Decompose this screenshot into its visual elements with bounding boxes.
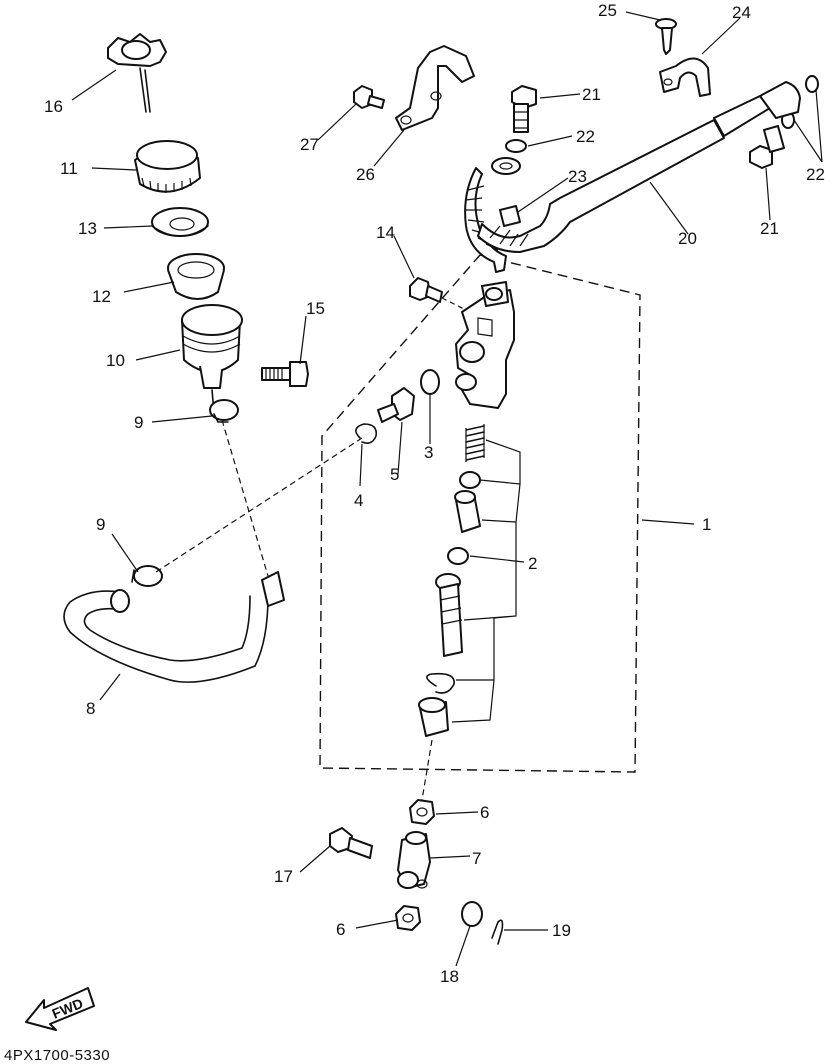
part-5-hose-joint	[377, 387, 415, 423]
callout-24: 24	[732, 3, 751, 22]
callout-13: 13	[78, 219, 97, 238]
part-22-washer-right-b	[805, 75, 819, 93]
callout-15: 15	[306, 299, 325, 318]
callout-27: 27	[300, 135, 319, 154]
piston-kit-washer	[447, 547, 469, 565]
piston-kit-spring	[465, 424, 485, 462]
part-14-bolt	[409, 277, 471, 313]
callout-10: 10	[106, 351, 125, 370]
master-cylinder-body	[455, 281, 515, 409]
callout-7: 7	[472, 849, 481, 868]
callout-labels: 16 11 13 12 10 15 9 9 8 14 27 26 21 22 2…	[44, 1, 825, 986]
part-21-union-bolt-lower	[749, 125, 785, 169]
callout-23: 23	[568, 167, 587, 186]
piston-kit-boot	[418, 697, 449, 737]
part-6-lower-nut	[395, 905, 421, 931]
part-12-diaphragm	[167, 253, 225, 300]
part-17-clevis-pin	[329, 827, 373, 859]
callout-11: 11	[60, 159, 78, 178]
part-27-bolt	[353, 85, 385, 109]
callout-26: 26	[356, 165, 375, 184]
part-25-screw	[655, 18, 677, 55]
callout-9-upper: 9	[134, 413, 143, 432]
callout-6-upper: 6	[480, 803, 489, 822]
part-4-circlip	[355, 423, 378, 444]
piston-kit-piston	[435, 573, 463, 657]
assembly-boundary	[319, 254, 641, 773]
callout-9-lower: 9	[96, 515, 105, 534]
part-9-upper-clamp	[209, 399, 239, 423]
callout-12: 12	[92, 287, 111, 306]
piston-kit-seat	[459, 471, 481, 489]
leader-2	[469, 555, 525, 563]
part-8-reservoir-hose	[63, 571, 285, 683]
part-3-o-ring	[420, 369, 440, 395]
callout-6-lower: 6	[336, 920, 345, 939]
part-7-clevis	[397, 831, 431, 889]
callout-16: 16	[44, 97, 63, 116]
part-18-washer	[461, 901, 483, 927]
part-15-bolt	[261, 361, 309, 387]
guide-line-hose-lower	[155, 437, 363, 573]
callout-22-upper: 22	[576, 127, 595, 146]
piston-kit-cup	[454, 490, 481, 533]
part-24-hose-guide	[659, 57, 711, 97]
part-22-washer-upper	[505, 139, 527, 153]
part-21-union-bolt-upper	[511, 85, 537, 133]
callout-8: 8	[86, 699, 95, 718]
part-23-hose-clamp	[499, 205, 521, 227]
guide-line-pushrod	[421, 739, 433, 801]
kit-bracket	[451, 439, 521, 723]
callout-21-right: 21	[760, 219, 779, 238]
part-13-diaphragm-plate	[151, 207, 209, 237]
part-16-cap-clip	[107, 33, 167, 113]
callout-2: 2	[528, 554, 537, 573]
part-10-reservoir-tank	[181, 304, 243, 413]
part-6-upper-nut	[409, 799, 435, 825]
fwd-arrow: FWD	[25, 987, 95, 1031]
callout-20: 20	[678, 229, 697, 248]
callout-5: 5	[390, 465, 399, 484]
callout-14: 14	[376, 223, 395, 242]
callout-22-right: 22	[806, 165, 825, 184]
guide-line-hose-upper	[221, 419, 269, 577]
part-19-cotter-pin	[491, 919, 504, 945]
callout-3: 3	[424, 443, 433, 462]
callout-21-upper: 21	[582, 85, 601, 104]
part-11-reservoir-cap	[134, 140, 201, 193]
callout-17: 17	[274, 867, 293, 886]
part-9-lower-clamp	[131, 565, 163, 587]
piston-kit-circlip	[426, 672, 455, 694]
diagram-code: 4PX1700-5330	[4, 1047, 110, 1064]
part-20-brake-hose	[464, 81, 801, 273]
callout-4: 4	[354, 491, 363, 510]
callout-25: 25	[598, 1, 617, 20]
callout-19: 19	[552, 921, 571, 940]
leader-lines	[71, 11, 823, 967]
part-26-bracket	[395, 45, 475, 131]
callout-18: 18	[440, 967, 459, 986]
callout-1: 1	[702, 515, 711, 534]
